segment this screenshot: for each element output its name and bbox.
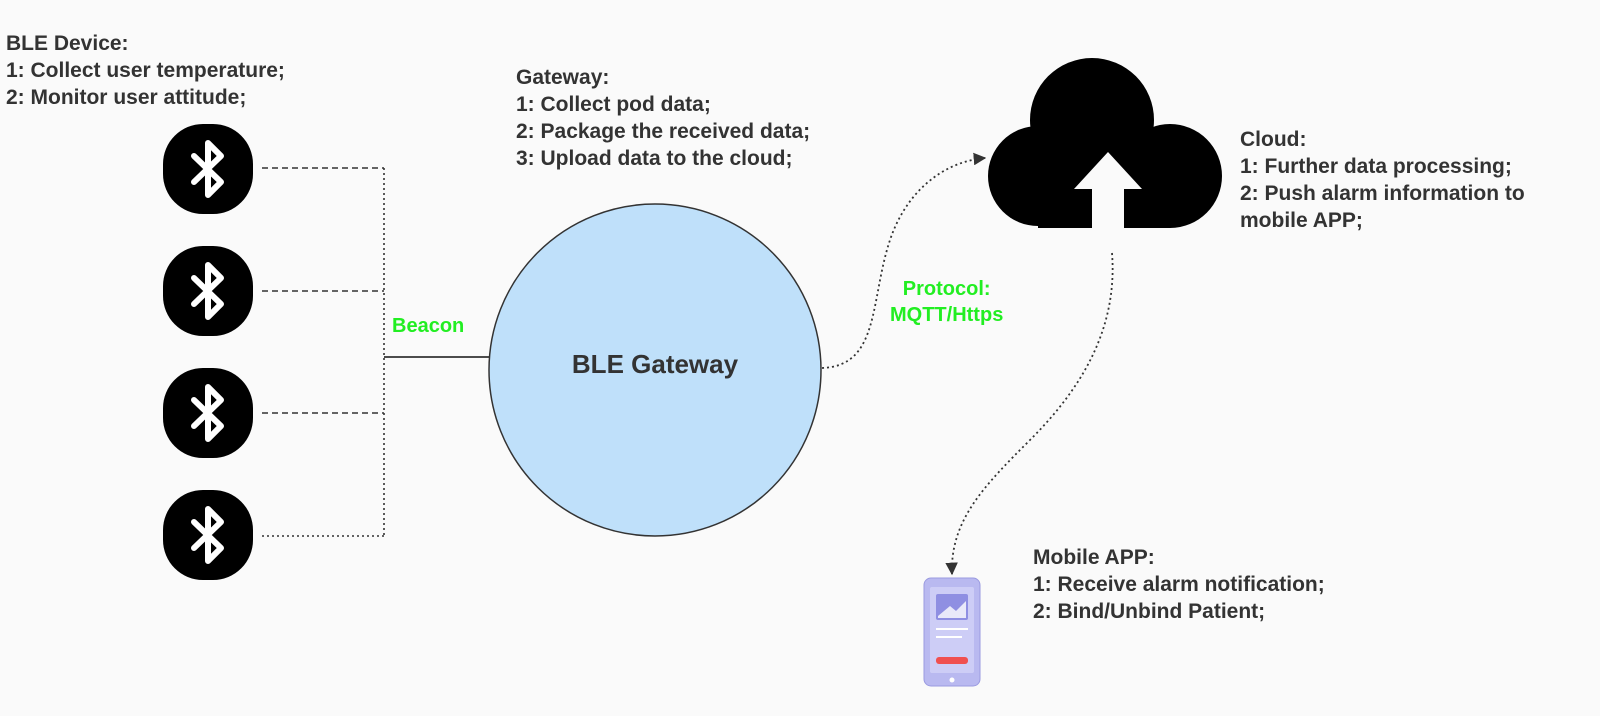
gateway-description: Gateway: 1: Collect pod data; 2: Package… (516, 64, 810, 172)
cloud-description: Cloud: 1: Further data processing; 2: Pu… (1240, 126, 1525, 234)
cloud-item: 2: Push alarm information to (1240, 182, 1525, 205)
protocol-label: Protocol: MQTT/Https (890, 276, 1003, 328)
protocol-label-line1: Protocol: (902, 278, 991, 300)
bluetooth-device-1 (163, 124, 253, 214)
bluetooth-device-4 (163, 490, 253, 580)
mobile-app-description: Mobile APP: 1: Receive alarm notificatio… (1033, 544, 1325, 625)
bluetooth-icon (163, 368, 253, 458)
cloud-mobile-link (945, 252, 1114, 576)
gateway-item: 2: Package the received data; (516, 120, 811, 143)
beacon-label: Beacon (392, 315, 465, 337)
bluetooth-device-2 (163, 246, 253, 336)
cloud-item: mobile APP; (1240, 209, 1363, 232)
mobile-app-item: 2: Bind/Unbind Patient; (1033, 600, 1266, 623)
ble-device-item: 2: Monitor user attitude; (6, 86, 247, 109)
device-connectors (262, 167, 385, 537)
mobile-app-item: 1: Receive alarm notification; (1033, 573, 1325, 596)
cloud-item: 1: Further data processing; (1240, 155, 1512, 178)
cloud-upload-icon (988, 58, 1222, 230)
ble-device-description: BLE Device: 1: Collect user temperature;… (6, 30, 285, 111)
gateway-item: 3: Upload data to the cloud; (516, 147, 793, 170)
protocol-label-line2: MQTT/Https (890, 304, 1004, 326)
cloud-title: Cloud: (1240, 128, 1307, 151)
ble-device-title: BLE Device: (6, 32, 129, 55)
gateway-node-label: BLE Gateway (571, 349, 739, 379)
bluetooth-icon (163, 124, 253, 214)
mobile-app-title: Mobile APP: (1033, 546, 1155, 569)
mobile-phone-icon (923, 577, 981, 687)
bluetooth-icon (163, 490, 253, 580)
gateway-item: 1: Collect pod data; (516, 93, 711, 116)
bluetooth-device-3 (163, 368, 253, 458)
gateway-node (488, 203, 822, 537)
gateway-title: Gateway: (516, 66, 610, 89)
bluetooth-icon (163, 246, 253, 336)
ble-device-item: 1: Collect user temperature; (6, 59, 285, 82)
gateway-cloud-link (821, 152, 987, 369)
